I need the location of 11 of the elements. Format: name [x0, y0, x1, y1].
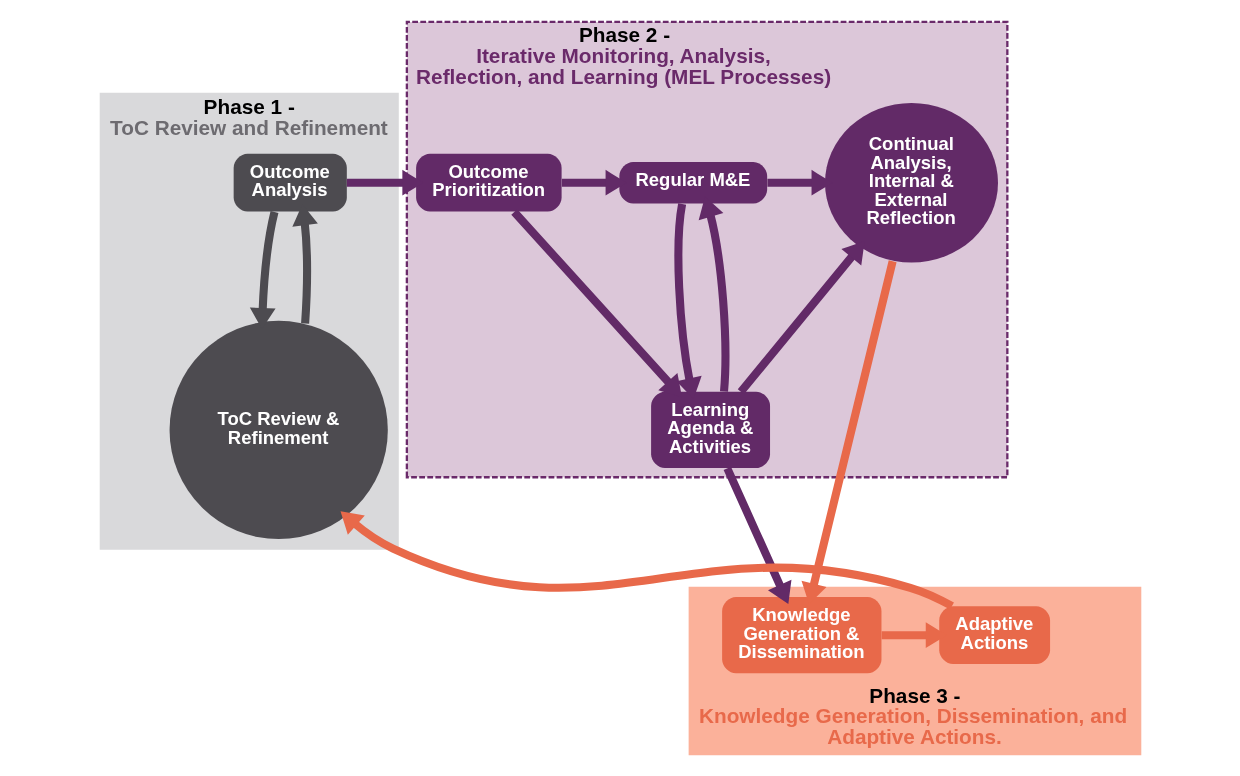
node-box: Knowledge Generation & Dissemination	[721, 597, 881, 674]
arrow	[340, 511, 954, 610]
arrow	[723, 466, 791, 605]
node-box: Regular M&E	[618, 161, 767, 204]
node-box: Outcome Prioritization	[415, 153, 562, 212]
arrow	[737, 241, 865, 395]
node-circle: Continual Analysis, Internal & External Reflection	[824, 102, 998, 263]
node-box: Outcome Analysis	[233, 153, 347, 212]
node-circle: ToC Review & Refinement	[169, 320, 388, 540]
node-box: Learning Agenda & Activities	[650, 391, 770, 468]
node-box: Adaptive Actions	[938, 606, 1050, 665]
